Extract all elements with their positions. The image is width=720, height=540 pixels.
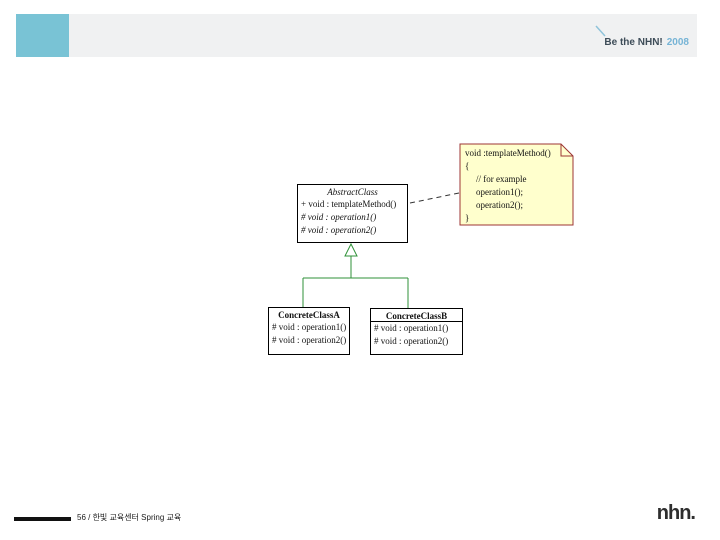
header-bar bbox=[69, 14, 697, 57]
footer-page-label: 56 / 한빛 교육센터 Spring 교육 bbox=[77, 513, 182, 522]
note-line: // for example bbox=[476, 174, 527, 184]
nhn-logo: nhn. bbox=[656, 502, 696, 524]
note-link-line bbox=[409, 192, 460, 204]
note-line: { bbox=[465, 161, 470, 171]
inheritance-triangle-icon bbox=[344, 242, 358, 257]
class-method: # void : operation2() bbox=[272, 335, 347, 345]
note-line: } bbox=[465, 213, 470, 223]
class-title: ConcreteClassB bbox=[371, 309, 462, 322]
class-method: # void : operation1() bbox=[374, 323, 449, 333]
brand-text: Be the NHN!2008 bbox=[604, 37, 689, 48]
class-method: # void : operation2() bbox=[301, 225, 377, 235]
uml-class-concreteclassa: ConcreteClassA # void : operation1() # v… bbox=[268, 307, 350, 355]
note-line: operation1(); bbox=[476, 187, 523, 197]
uml-class-concreteclassb: ConcreteClassB # void : operation1() # v… bbox=[370, 308, 463, 355]
class-method: + void : templateMethod() bbox=[301, 199, 397, 209]
header-accent-square bbox=[16, 14, 69, 57]
class-title: AbstractClass bbox=[327, 187, 378, 197]
class-title: ConcreteClassA bbox=[278, 310, 340, 320]
brand-name: Be the NHN! bbox=[604, 37, 663, 48]
footer-rule bbox=[14, 517, 71, 521]
uml-class-abstractclass: AbstractClass + void : templateMethod() … bbox=[297, 184, 408, 243]
class-method: # void : operation2() bbox=[374, 336, 449, 346]
note-line: void :templateMethod() bbox=[465, 148, 551, 158]
class-method: # void : operation1() bbox=[301, 212, 377, 222]
note-line: operation2(); bbox=[476, 200, 523, 210]
uml-note-text: void :templateMethod() { // for example … bbox=[465, 147, 569, 225]
class-method: # void : operation1() bbox=[272, 322, 347, 332]
brand-year: 2008 bbox=[666, 37, 689, 48]
